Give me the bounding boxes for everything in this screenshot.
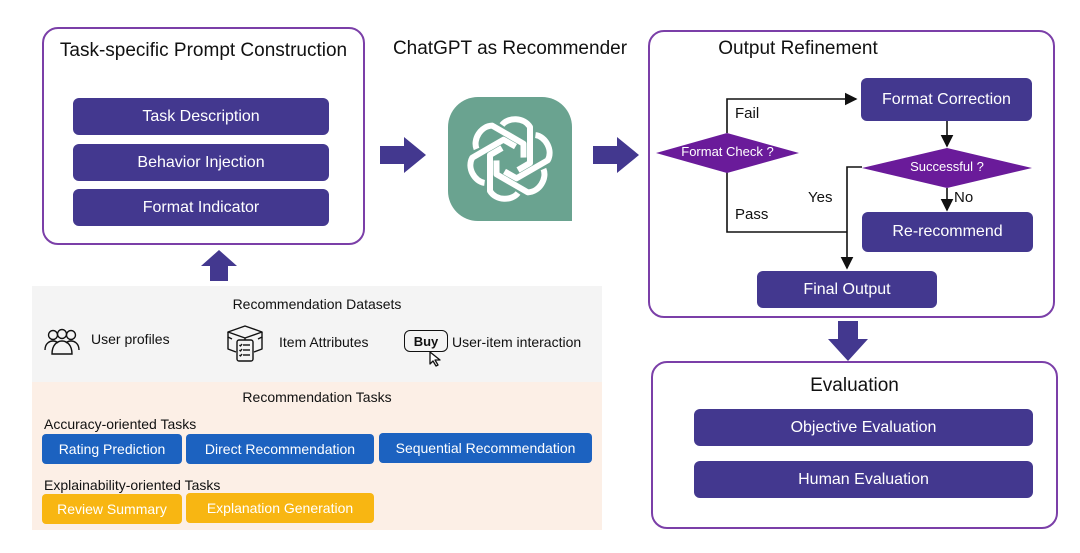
tasks-title: Recommendation Tasks <box>242 389 392 405</box>
users-icon <box>44 328 80 355</box>
arrow-down-icon <box>828 321 868 361</box>
accuracy-tasks-title: Accuracy-oriented Tasks <box>44 416 197 432</box>
successful-label: Successful ? <box>910 159 984 174</box>
prompt-construction-title: Task-specific Prompt Construction <box>59 40 348 61</box>
yes-label: Yes <box>808 189 833 206</box>
human-evaluation-box: Human Evaluation <box>694 461 1033 498</box>
re-recommend-box: Re-recommend <box>862 212 1033 252</box>
review-summary-box: Review Summary <box>42 494 182 524</box>
successful-diamond <box>862 148 1032 188</box>
explainability-tasks-title: Explainability-oriented Tasks <box>44 477 221 493</box>
output-refinement-title: Output Refinement <box>718 38 878 59</box>
rating-prediction-box: Rating Prediction <box>42 434 182 464</box>
format-indicator-box: Format Indicator <box>73 189 329 226</box>
final-output-box: Final Output <box>757 271 937 308</box>
cursor-icon <box>429 351 441 367</box>
objective-evaluation-box: Objective Evaluation <box>694 409 1033 446</box>
item-attributes-label: Item Attributes <box>279 334 369 350</box>
box-list-icon <box>227 325 263 362</box>
direct-recommendation-box: Direct Recommendation <box>186 434 374 464</box>
arrow-right-icon <box>380 137 426 173</box>
task-description-box: Task Description <box>73 98 329 135</box>
buy-click-icon: Buy <box>404 330 448 352</box>
evaluation-title: Evaluation <box>810 375 899 396</box>
format-check-label: Format Check ? <box>681 144 774 159</box>
pass-label: Pass <box>735 206 769 223</box>
sequential-recommendation-box: Sequential Recommendation <box>379 433 592 463</box>
datasets-panel <box>32 286 602 382</box>
openai-logo-icon <box>448 97 572 221</box>
behavior-injection-box: Behavior Injection <box>73 144 329 181</box>
recommender-title: ChatGPT as Recommender <box>392 38 628 59</box>
explanation-generation-box: Explanation Generation <box>186 493 374 523</box>
user-item-interaction-label: User-item interaction <box>452 334 582 350</box>
arrow-up-icon <box>201 250 237 281</box>
no-label: No <box>954 189 974 206</box>
fail-label: Fail <box>735 105 760 122</box>
format-correction-box: Format Correction <box>861 78 1032 121</box>
user-profiles-label: User profiles <box>91 331 170 347</box>
buy-badge-text: Buy <box>413 333 439 349</box>
format-check-diamond <box>656 133 799 173</box>
arrow-right-icon <box>593 137 639 173</box>
datasets-title: Recommendation Datasets <box>232 296 402 312</box>
